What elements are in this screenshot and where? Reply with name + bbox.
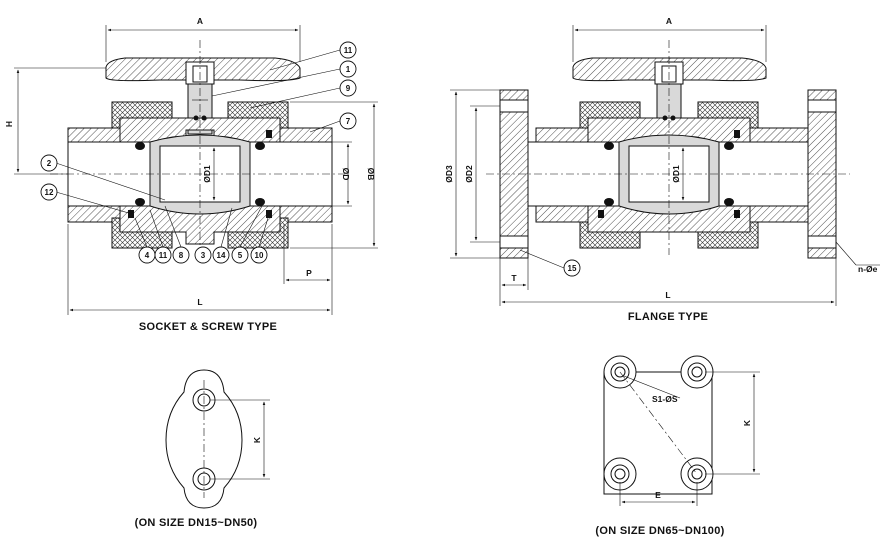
dim-ob-label: ØB: [366, 168, 376, 181]
dim-slot-label: S1-ØS: [652, 394, 678, 404]
dim-l-label: L: [197, 297, 202, 307]
part-15: 15: [568, 264, 577, 273]
dim-e-label: E: [655, 490, 661, 500]
dim-od-label: ØD: [341, 168, 351, 181]
dim-l-label-flange: L: [665, 290, 670, 300]
dim-a-label: A: [197, 16, 203, 26]
socket-screw-valve: A H: [4, 16, 378, 333]
dim-od1-label-flange: ØD1: [671, 165, 681, 183]
part-5: 5: [238, 251, 243, 260]
oval-flange-view: K (ON SIZE DN15~DN50): [135, 369, 270, 529]
dim-od1-label: ØD1: [202, 165, 212, 183]
part-7: 7: [346, 117, 351, 126]
dim-bolt-holes-label: n-Øe: [858, 264, 878, 274]
part-10: 12: [45, 188, 54, 197]
dim-p-label: P: [306, 268, 312, 278]
caption-socket-screw: SOCKET & SCREW TYPE: [139, 321, 277, 333]
part-6: 11: [344, 46, 353, 55]
caption-large-size: (ON SIZE DN65~DN100): [595, 525, 724, 537]
part-11: 11: [159, 251, 168, 260]
dim-a-label-flange: A: [666, 16, 672, 26]
dim-od3-label: ØD3: [444, 165, 454, 183]
flange-valve: A: [444, 16, 880, 323]
dim-k-label-large: K: [742, 419, 752, 426]
dim-h-label: H: [4, 121, 14, 127]
part-3: 3: [201, 251, 206, 260]
caption-small-size: (ON SIZE DN15~DN50): [135, 517, 258, 529]
part-9: 9: [346, 84, 351, 93]
dim-od2-label: ØD2: [464, 165, 474, 183]
dim-t-label: T: [511, 273, 517, 283]
part-8: 8: [179, 251, 184, 260]
part-callouts-left: 11 1 9 7 2 12 4 11 8 3: [40, 41, 357, 264]
part-4: 4: [145, 251, 150, 260]
part-1: 1: [346, 65, 351, 74]
caption-flange: FLANGE TYPE: [628, 311, 708, 323]
part-12: 10: [255, 251, 264, 260]
part-2: 2: [47, 159, 52, 168]
part-14: 14: [217, 251, 226, 260]
square-flange-view: S1-ØS K E (ON SIZE DN65~DN100): [595, 355, 760, 537]
dim-k-label: K: [252, 436, 262, 443]
